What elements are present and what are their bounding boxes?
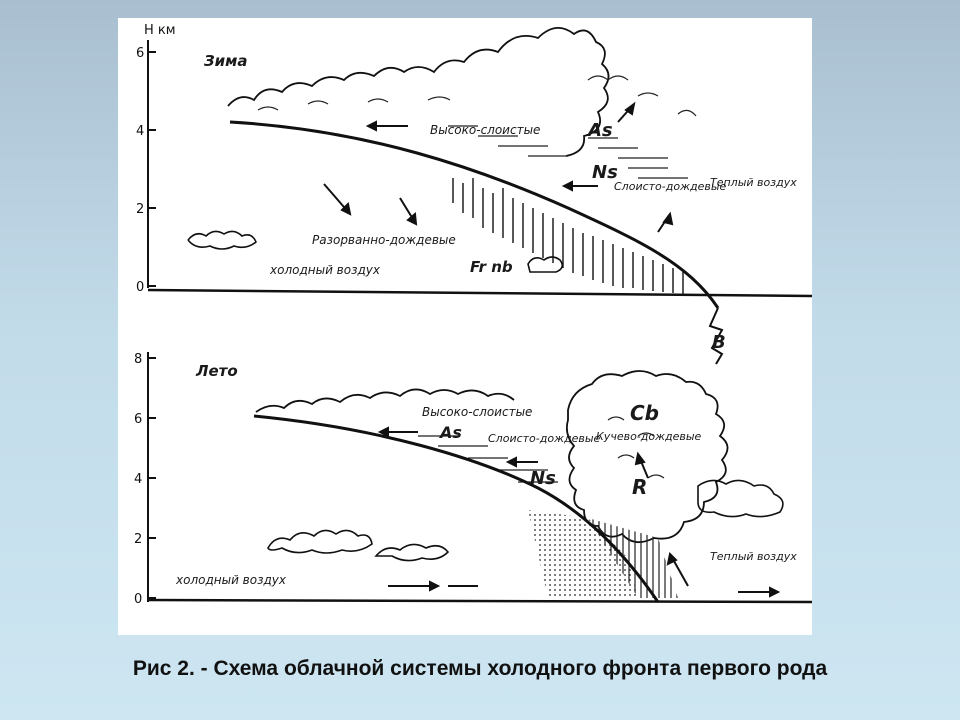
summer-low-cumulus bbox=[267, 529, 373, 554]
summer-label-altostratus: Высоко-слоистые bbox=[422, 405, 532, 419]
winter-ground bbox=[147, 288, 812, 298]
winter-label-nimbostratus: Слоисто-дождевые bbox=[614, 180, 727, 193]
summer-label-cb-abbr: Cb bbox=[630, 401, 659, 425]
winter-label-cold-air: холодный воздух bbox=[269, 263, 381, 277]
winter-label-frnb-abbr: Fr nb bbox=[470, 258, 513, 276]
summer-tick-label: 4 bbox=[134, 472, 142, 487]
winter-tick-label: 0 bbox=[136, 280, 144, 295]
winter-axis-unit: Н км bbox=[144, 23, 176, 38]
winter-tick-label: 6 bbox=[136, 46, 144, 61]
winter-front-surface bbox=[229, 120, 720, 309]
winter-cloud-deck bbox=[227, 27, 610, 157]
summer-label-cumulonimbus: Кучево-дождевые bbox=[596, 430, 702, 443]
summer-tick-label: 8 bbox=[134, 352, 142, 367]
cold-front-diagram: 0 2 4 6 Н км Зима B bbox=[134, 23, 812, 607]
winter-tick-label: 4 bbox=[136, 124, 144, 139]
winter-label-as-abbr: As bbox=[586, 120, 613, 141]
winter-ticks bbox=[148, 51, 156, 287]
summer-cumulonimbus-cloud bbox=[565, 370, 729, 544]
summer-low-cumulus-2 bbox=[374, 543, 450, 562]
summer-tick-label: 6 bbox=[134, 412, 142, 427]
winter-fracto-cloud-mid bbox=[527, 256, 564, 273]
winter-label-fractonimbus: Разорванно-дождевые bbox=[312, 233, 456, 247]
winter-nimbostratus-text: Слоисто-дождевые bbox=[614, 180, 727, 193]
summer-cloud-texture bbox=[418, 416, 665, 483]
summer-precipitation bbox=[528, 510, 638, 598]
summer-label-r-abbr: R bbox=[632, 475, 647, 499]
winter-cloud-texture bbox=[257, 75, 697, 179]
winter-label-altostratus: Высоко-слоистые bbox=[430, 123, 540, 137]
figure-panel: 0 2 4 6 Н км Зима B bbox=[118, 18, 812, 635]
summer-season-label: Лето bbox=[195, 362, 238, 380]
winter-precipitation bbox=[452, 178, 684, 294]
winter-tick-label: 2 bbox=[136, 202, 144, 217]
winter-air-arrows bbox=[323, 101, 674, 233]
summer-tick-label: 0 bbox=[134, 592, 142, 607]
summer-tick-label: 2 bbox=[134, 532, 142, 547]
summer-air-arrows bbox=[377, 426, 781, 598]
summer-ticks bbox=[148, 357, 156, 599]
winter-fracto-cloud-left bbox=[187, 230, 257, 250]
figure-caption: Рис 2. - Схема облачной системы холодног… bbox=[132, 657, 828, 680]
summer-precipitation-lines bbox=[588, 518, 678, 598]
summer-panel: 0 2 4 6 8 Лето bbox=[134, 352, 812, 607]
summer-ground bbox=[147, 598, 812, 604]
summer-front-surface bbox=[253, 414, 660, 603]
summer-upper-cloud-deck bbox=[255, 388, 515, 413]
winter-season-label: Зима bbox=[204, 52, 248, 70]
winter-label-ns-abbr: Ns bbox=[592, 162, 618, 183]
summer-label-cold-air: холодный воздух bbox=[175, 573, 287, 587]
winter-label-warm-air: Теплый воздух bbox=[710, 176, 797, 189]
summer-right-cloud bbox=[697, 479, 784, 518]
winter-front-mark: B bbox=[712, 332, 726, 353]
summer-label-ns-abbr: Ns bbox=[530, 468, 556, 489]
summer-label-nimbostratus: Слоисто-дождевые bbox=[488, 432, 601, 445]
winter-panel: 0 2 4 6 Н км Зима B bbox=[136, 23, 812, 365]
summer-label-as-abbr: As bbox=[438, 423, 462, 442]
summer-label-warm-air: Теплый воздух bbox=[710, 550, 797, 563]
winter-front-below-ground bbox=[708, 307, 724, 365]
